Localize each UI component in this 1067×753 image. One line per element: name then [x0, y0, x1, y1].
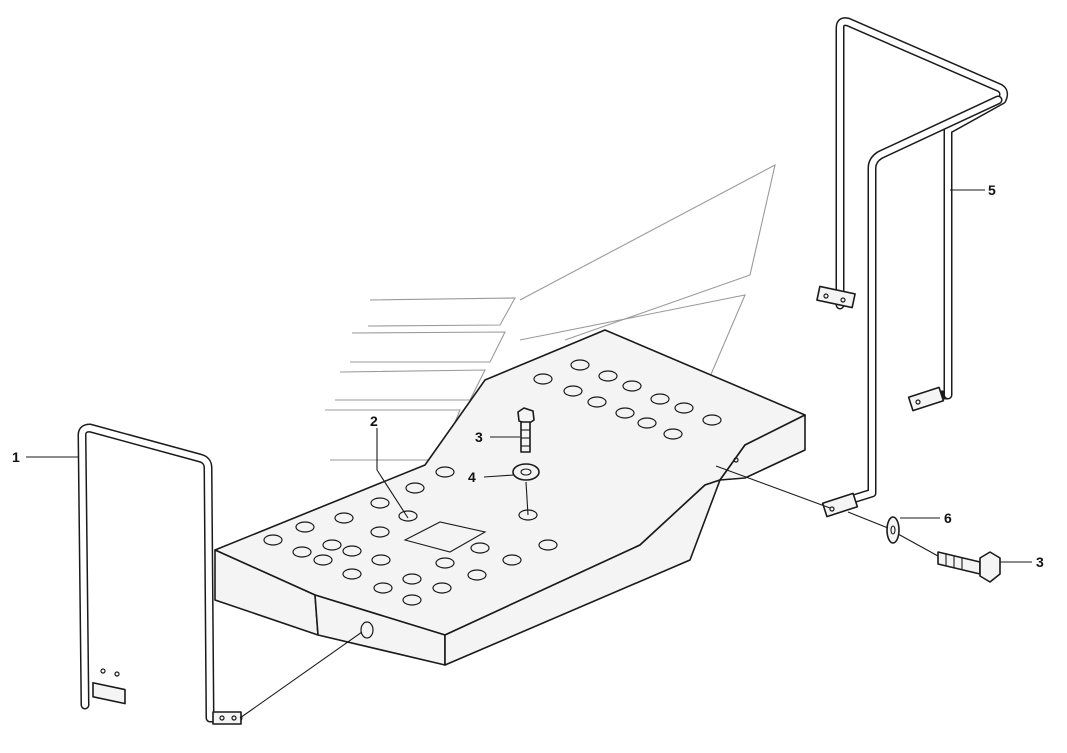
platform-holes	[263, 359, 722, 606]
side-mount-hole	[360, 621, 374, 639]
callout-part-3-right: 3	[1036, 554, 1044, 570]
bolt-top	[517, 407, 535, 453]
callout-part-2: 2	[370, 413, 378, 429]
center-opening	[403, 521, 487, 553]
leader-lines	[26, 189, 1032, 563]
step-platform	[214, 329, 806, 666]
callout-part-1: 1	[12, 449, 20, 465]
washer-center	[512, 463, 540, 516]
callout-part-3-top: 3	[475, 429, 483, 445]
handrail-left	[77, 423, 243, 725]
callout-part-6: 6	[944, 510, 952, 526]
bolt-right	[937, 551, 1001, 583]
callout-part-4: 4	[468, 469, 476, 485]
handrail-right	[816, 17, 1009, 518]
assembly-lines	[239, 465, 939, 719]
washer-right	[886, 516, 900, 544]
callout-labels: 1 2 3 4 5 6 3	[12, 182, 1044, 570]
callout-part-5: 5	[988, 182, 996, 198]
right-mount-hole	[733, 457, 739, 463]
